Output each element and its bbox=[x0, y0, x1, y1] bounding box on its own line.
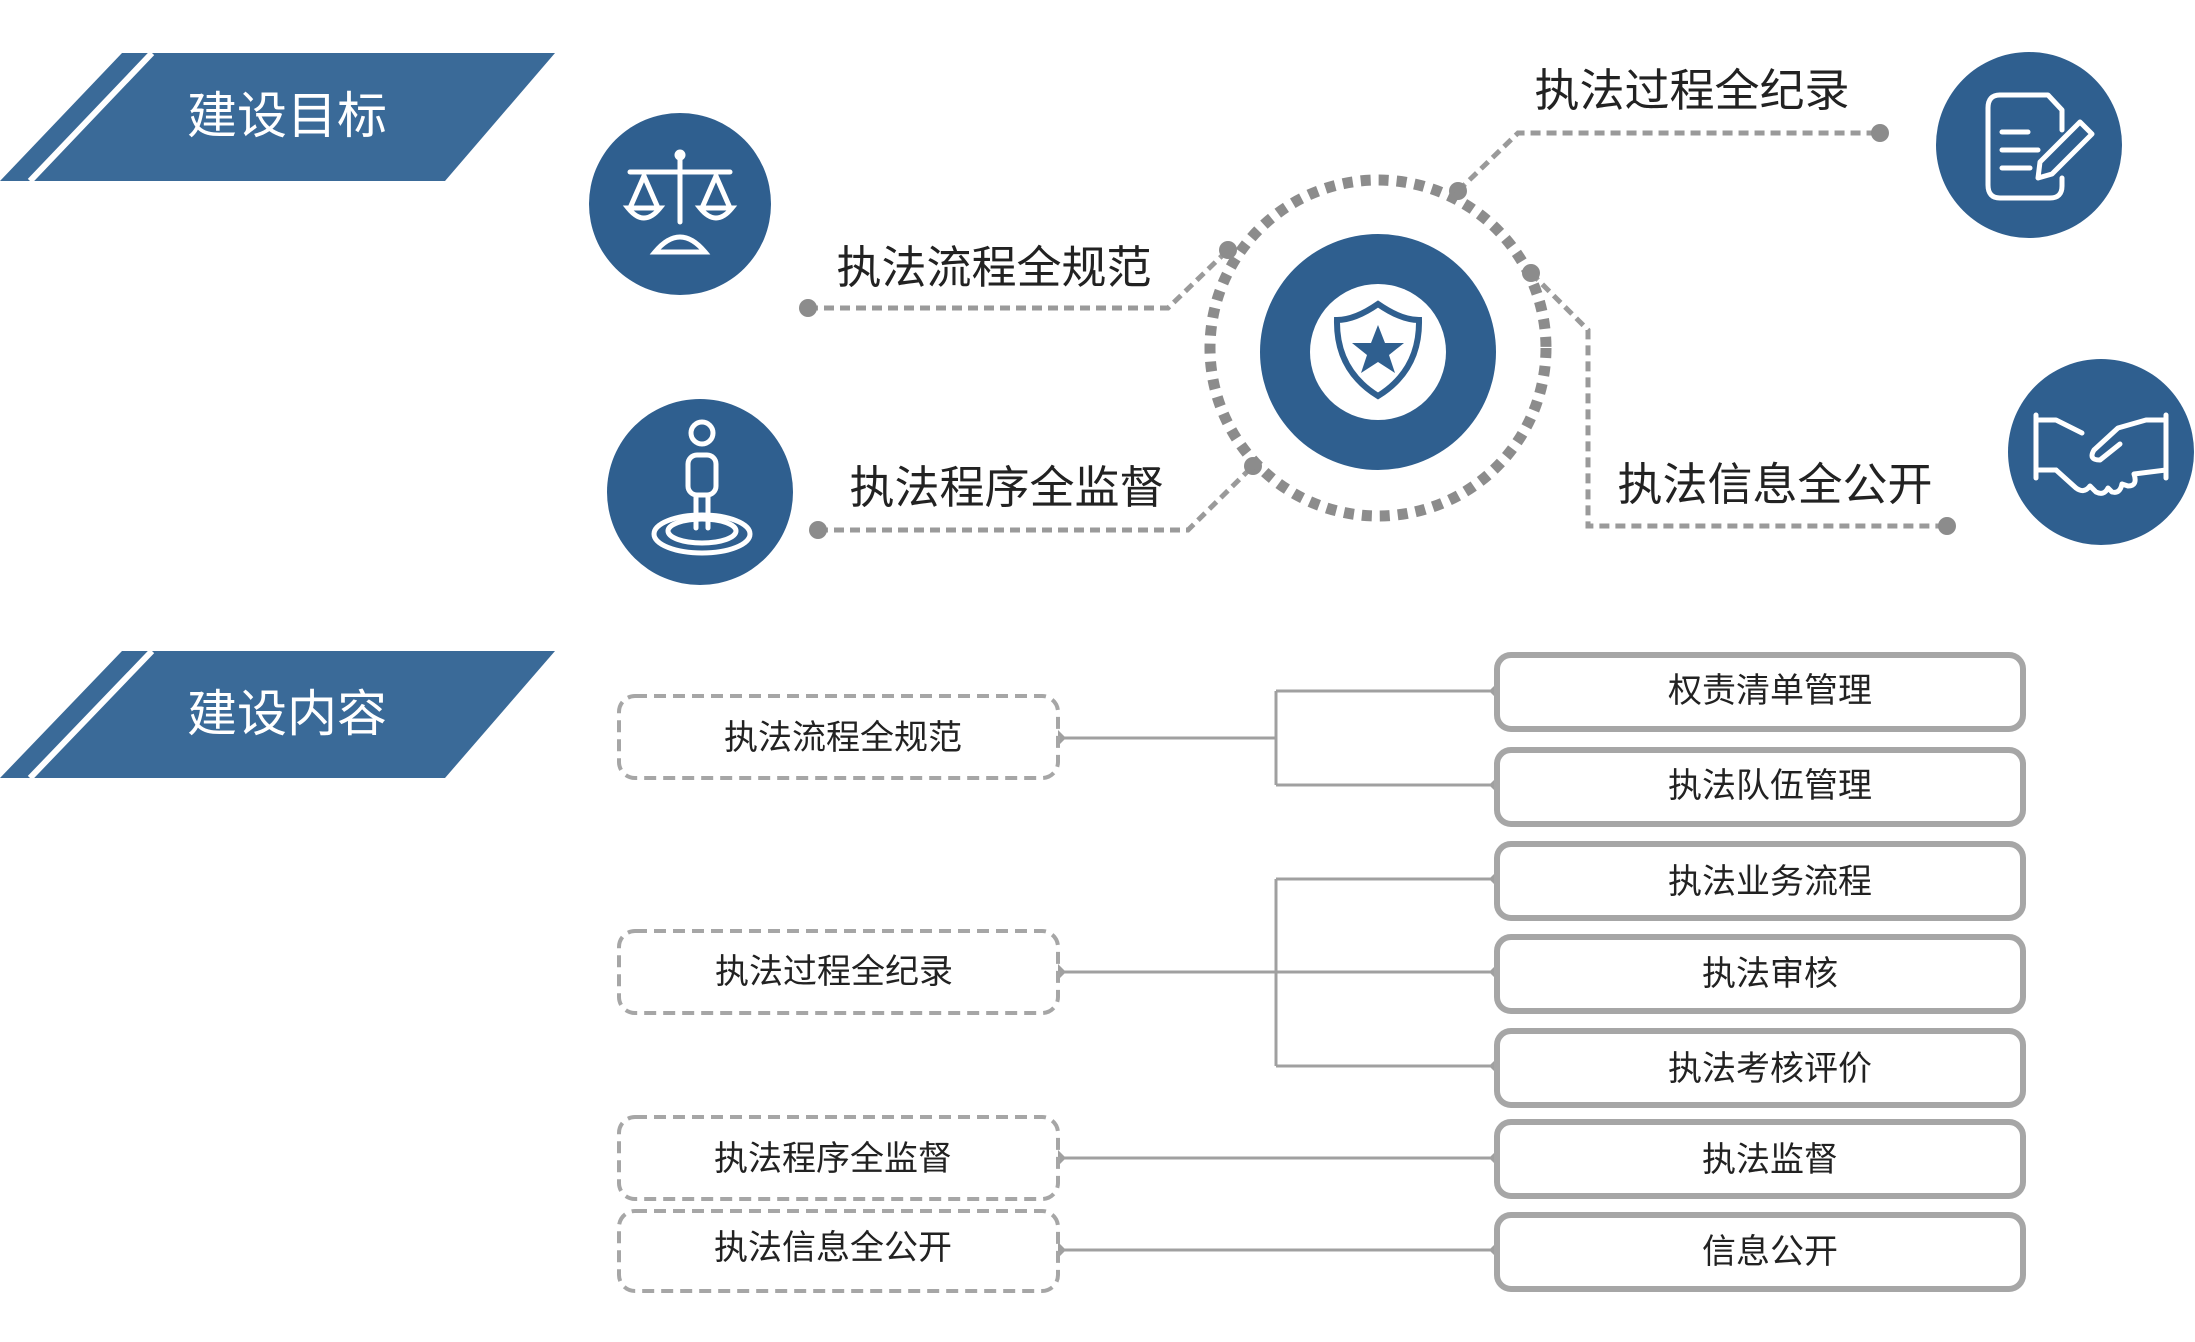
handshake-icon bbox=[2033, 412, 2169, 496]
content-right-item-6: 执法监督 bbox=[1494, 1119, 2026, 1199]
goal-label-4: 执法信息全公开 bbox=[1617, 458, 1932, 511]
content-right-label: 执法监督 bbox=[1702, 1140, 1838, 1180]
shield-star-icon bbox=[1333, 300, 1423, 400]
goal-icon-3 bbox=[1936, 52, 2122, 238]
dot bbox=[809, 521, 827, 539]
content-left-item-3: 执法程序全监督 bbox=[617, 1115, 1060, 1201]
content-right-item-4: 执法审核 bbox=[1494, 934, 2026, 1014]
dot bbox=[1938, 517, 1956, 535]
content-right-label: 权责清单管理 bbox=[1668, 671, 1872, 711]
content-left-label: 执法信息全公开 bbox=[714, 1228, 952, 1268]
connector-goal-4 bbox=[1529, 271, 1947, 529]
content-right-label: 执法考核评价 bbox=[1668, 1049, 1872, 1089]
content-left-label: 执法过程全纪录 bbox=[715, 952, 953, 992]
content-right-item-7: 信息公开 bbox=[1494, 1212, 2026, 1292]
tree-connectors bbox=[1058, 689, 1497, 1252]
goal-icon-2 bbox=[607, 399, 793, 585]
content-left-item-1: 执法流程全规范 bbox=[617, 694, 1060, 780]
content-left-label: 执法程序全监督 bbox=[714, 1139, 952, 1179]
content-right-item-1: 权责清单管理 bbox=[1494, 652, 2026, 732]
center-hub bbox=[1204, 174, 1552, 522]
goal-label-2: 执法程序全监督 bbox=[849, 461, 1164, 514]
content-right-item-5: 执法考核评价 bbox=[1494, 1028, 2026, 1108]
goal-label-3: 执法过程全纪录 bbox=[1534, 64, 1849, 117]
goal-icon-1 bbox=[589, 113, 771, 295]
content-right-item-2: 执法队伍管理 bbox=[1494, 747, 2026, 827]
connector-goal-3 bbox=[1456, 130, 1880, 193]
connector-goal-2 bbox=[818, 464, 1255, 533]
goals-banner: 建设目标 bbox=[0, 50, 555, 184]
connector-goal-1 bbox=[808, 248, 1230, 311]
content-right-label: 执法队伍管理 bbox=[1668, 766, 1872, 806]
dot bbox=[1219, 241, 1237, 259]
goal-label-1: 执法流程全规范 bbox=[836, 241, 1151, 294]
goals-title: 建设目标 bbox=[187, 87, 387, 145]
scales-icon bbox=[622, 149, 738, 255]
content-right-label: 执法审核 bbox=[1702, 954, 1838, 994]
dot bbox=[1871, 124, 1889, 142]
content-left-item-2: 执法过程全纪录 bbox=[617, 929, 1060, 1015]
content-right-label: 执法业务流程 bbox=[1668, 862, 1872, 902]
goal-connectors bbox=[808, 130, 1947, 533]
content-left-label: 执法流程全规范 bbox=[724, 718, 962, 758]
dot bbox=[799, 299, 817, 317]
content-title: 建设内容 bbox=[187, 685, 387, 743]
content-left-item-4: 执法信息全公开 bbox=[617, 1209, 1060, 1293]
content-right-label: 信息公开 bbox=[1702, 1232, 1838, 1272]
goal-icon-4 bbox=[2008, 359, 2194, 545]
content-right-item-3: 执法业务流程 bbox=[1494, 841, 2026, 921]
content-banner: 建设内容 bbox=[0, 648, 555, 781]
person-target-icon bbox=[651, 419, 753, 556]
document-pen-icon bbox=[1985, 92, 2095, 201]
